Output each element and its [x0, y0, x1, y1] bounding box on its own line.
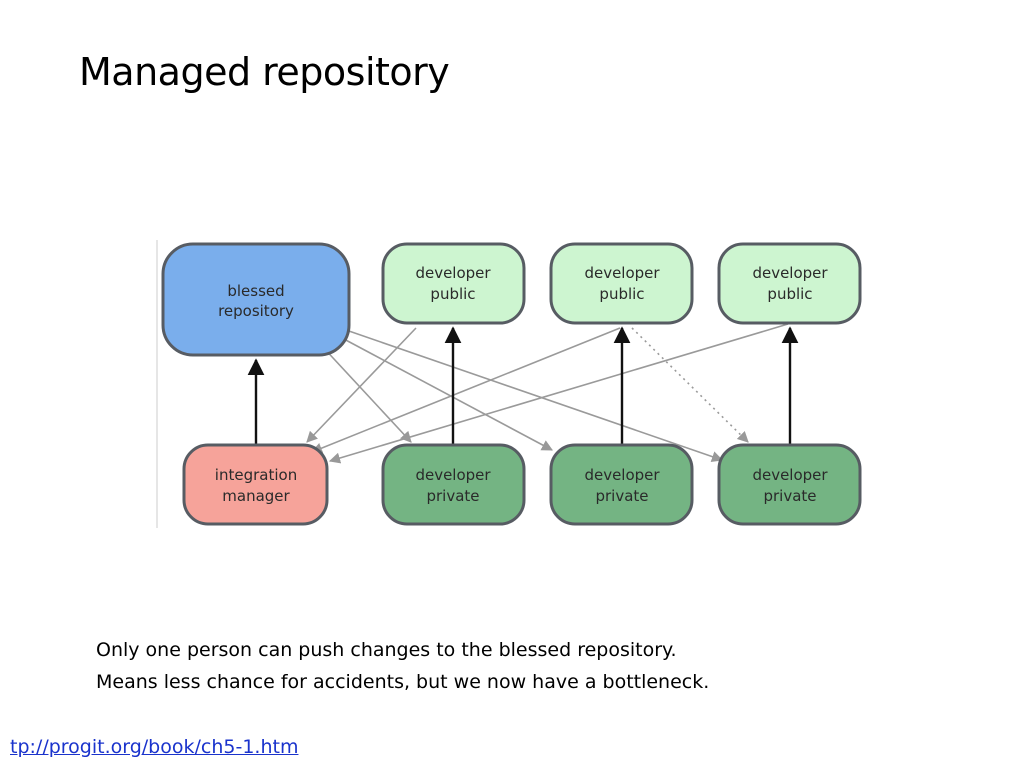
node-label: private	[763, 487, 816, 505]
node-shape	[549, 242, 694, 325]
arrow-pub3-to-manager	[328, 323, 789, 464]
arrow-blessed-to-priv3	[345, 329, 724, 462]
node-developer-private-1: developer private	[381, 443, 526, 526]
node-label: developer	[752, 466, 828, 484]
caption-line-2: Means less chance for accidents, but we …	[96, 671, 710, 693]
arrow-blessed-to-priv1	[320, 344, 412, 443]
node-label: public	[767, 285, 812, 303]
node-shape	[161, 242, 351, 357]
node-label: private	[595, 487, 648, 505]
fetch-arrows	[306, 323, 789, 464]
node-shape	[717, 242, 862, 325]
node-developer-private-2: developer private	[549, 443, 694, 526]
node-label: blessed	[227, 282, 284, 300]
push-arrows	[247, 326, 799, 445]
dotted-arrow-pub2-to-priv3	[631, 327, 749, 443]
caption: Only one person can push changes to the …	[96, 634, 709, 698]
node-developer-private-3: developer private	[717, 443, 862, 526]
node-label: manager	[222, 487, 290, 505]
node-label: developer	[584, 466, 660, 484]
node-label: private	[426, 487, 479, 505]
source-link[interactable]: tp://progit.org/book/ch5-1.htm	[10, 736, 299, 758]
arrow-pub1-to-manager	[306, 327, 417, 443]
workflow-diagram: blessed repository developer public deve…	[156, 240, 868, 530]
arrow-pub2-to-manager	[310, 327, 621, 454]
node-label: integration	[215, 466, 297, 484]
node-shape	[381, 242, 526, 325]
node-shape	[549, 443, 694, 526]
node-label: developer	[415, 466, 491, 484]
node-label: public	[599, 285, 644, 303]
node-shape	[381, 443, 526, 526]
node-label: repository	[218, 302, 294, 320]
node-label: developer	[752, 264, 828, 282]
caption-line-1: Only one person can push changes to the …	[96, 639, 677, 661]
slide-title: Managed repository	[79, 50, 450, 94]
node-integration-manager: integration manager	[182, 443, 329, 526]
node-shape	[182, 443, 329, 526]
node-developer-public-3: developer public	[717, 242, 862, 325]
arrow-blessed-to-priv2	[341, 337, 553, 451]
node-developer-public-1: developer public	[381, 242, 526, 325]
node-shape	[717, 443, 862, 526]
node-label: developer	[415, 264, 491, 282]
node-label: public	[430, 285, 475, 303]
node-blessed-repository: blessed repository	[161, 242, 351, 357]
node-label: developer	[584, 264, 660, 282]
node-developer-public-2: developer public	[549, 242, 694, 325]
